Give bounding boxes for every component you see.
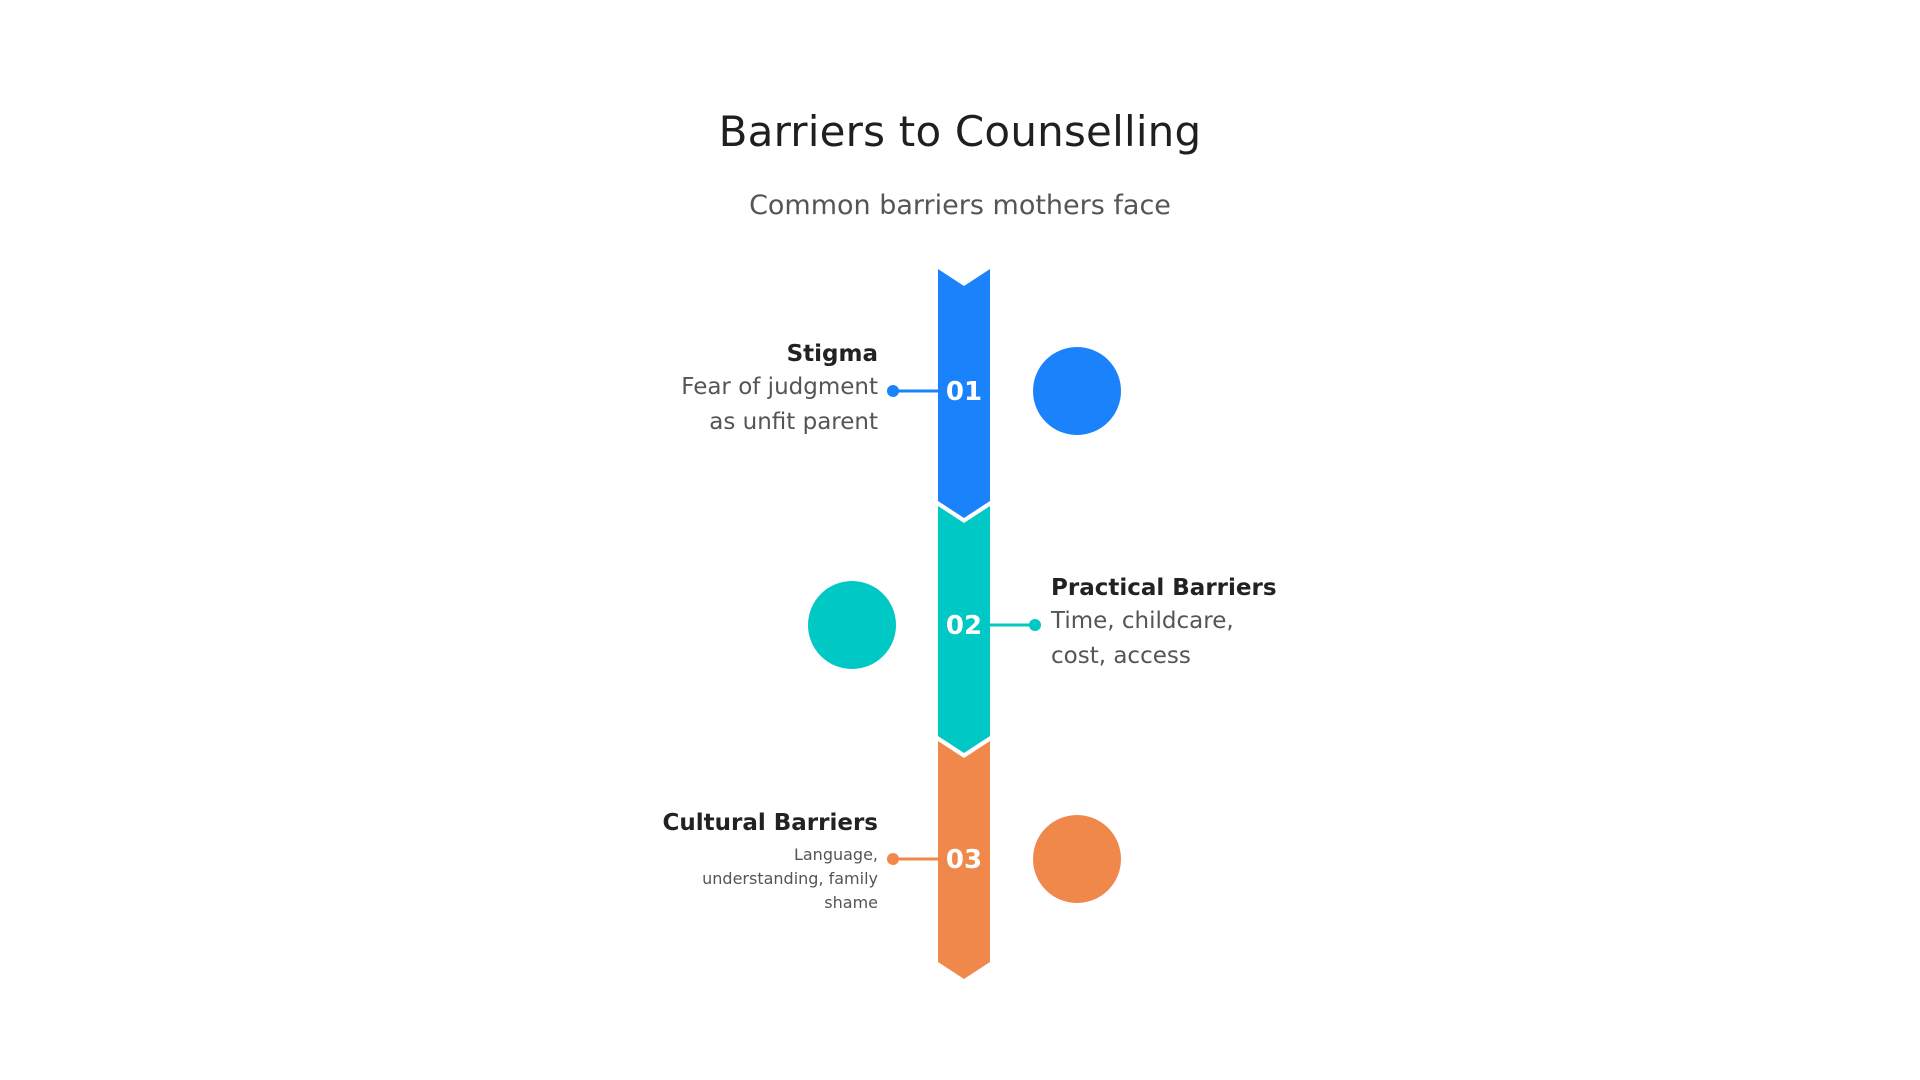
item-02-title: Practical Barriers [1051,575,1277,601]
page-subtitle: Common barriers mothers face [749,190,1171,221]
timeline-segment-01 [938,269,990,518]
item-03-title: Cultural Barriers [662,810,878,836]
connector-dot-01 [887,385,899,397]
item-03-text: Cultural Barriers Language, understandin… [578,807,878,915]
page-title: Barriers to Counselling [718,107,1202,156]
timeline-segment-02 [938,506,990,753]
timeline-segment-03 [938,741,990,979]
decor-circle-02 [808,581,896,669]
step-number-03: 03 [946,845,982,875]
step-number-01: 01 [946,377,982,407]
item-01-title: Stigma [786,341,878,367]
connector-dot-03 [887,853,899,865]
connector-dot-02 [1029,619,1041,631]
item-01-text: Stigma Fear of judgment as unfit parent [578,338,878,440]
item-02-description: Time, childcare, cost, access [1051,608,1234,669]
item-03-description: Language, understanding, family shame [702,845,878,912]
step-number-02: 02 [946,611,982,641]
item-01-description: Fear of judgment as unfit parent [681,374,878,435]
decor-circle-03 [1033,815,1121,903]
decor-circle-01 [1033,347,1121,435]
item-02-text: Practical Barriers Time, childcare, cost… [1051,572,1351,674]
